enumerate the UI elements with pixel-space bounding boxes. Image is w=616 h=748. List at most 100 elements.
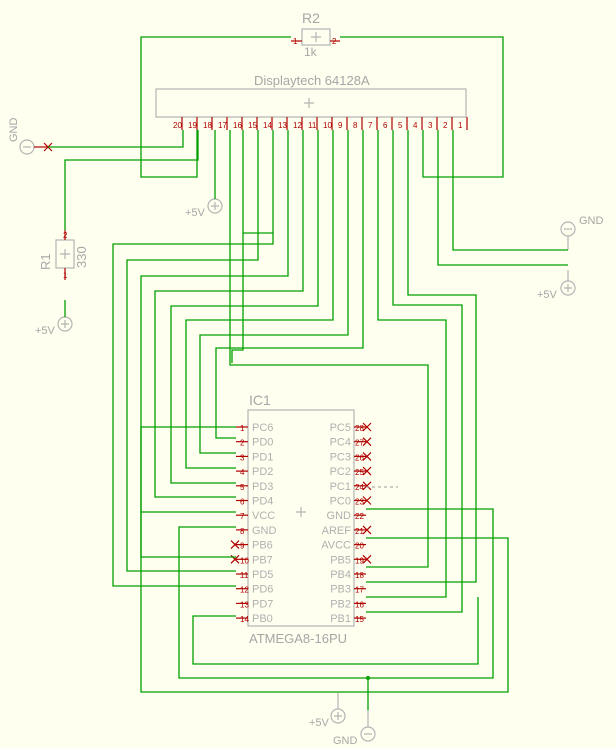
ic1-pin-pc5-name: PC5 <box>330 422 351 434</box>
ic1-pin-11-number: 11 <box>240 571 249 580</box>
vcc-bottom-label: +5V <box>309 717 330 729</box>
r1-pin1-number: 1 <box>63 271 68 280</box>
vcc-right-symbol-glyph <box>564 284 572 292</box>
ic1-pin-6-number: 6 <box>240 498 245 507</box>
lcd-pin-18-number: 18 <box>203 121 212 130</box>
nc-mark-right-5 <box>362 496 372 505</box>
nc-mark-pb6 <box>230 540 240 550</box>
r2-pin1-number: 1 <box>293 37 298 46</box>
ic1-pin-13-number: 13 <box>240 600 249 609</box>
ic1-pin-pb6-name: PB6 <box>252 540 273 552</box>
ic1-pin-18-number: 18 <box>355 571 364 580</box>
lcd-pin-17-number: 17 <box>218 121 227 130</box>
lcd-pin-3-number: 3 <box>428 121 433 130</box>
ic1-pin-pb4-name: PB4 <box>330 569 351 581</box>
ic1-body <box>247 409 355 627</box>
net-lcd-pin20 <box>48 130 184 148</box>
net-lcd-15 <box>112 130 274 587</box>
ic1-pin-pc3-name: PC3 <box>330 451 351 463</box>
r1-origin-mark <box>60 249 70 259</box>
ic1-pin-9-number: 9 <box>240 542 245 551</box>
r2-pin2-number: 2 <box>332 37 337 46</box>
lcd-pin-5-number: 5 <box>398 121 403 130</box>
ic1-pin-pb1-name: PB1 <box>330 613 351 625</box>
ic1-pin-3-number: 3 <box>240 453 245 462</box>
lcd-pin-16-number: 16 <box>233 121 242 130</box>
net-lcd-pin2 <box>437 130 568 266</box>
ic1-pin-pc6-name: PC6 <box>252 422 273 434</box>
net-lcd-14 <box>126 130 259 572</box>
ic1-part-label: ATMEGA8-16PU <box>249 631 347 646</box>
net-r2-pin2 <box>340 36 504 178</box>
ic1-pin-pc4-name: PC4 <box>330 437 351 449</box>
ic1-pin-aref-name: AREF <box>322 525 352 537</box>
lcd-pin-4-number: 4 <box>413 121 418 130</box>
ic1-pin-22-number: 22 <box>355 512 364 521</box>
ic1-pin-pd0-name: PD0 <box>252 437 273 449</box>
lcd-name-label: Displaytech 64128A <box>254 73 370 88</box>
lcd-pin-8-number: 8 <box>353 121 358 130</box>
net-lcd-16 <box>229 130 429 568</box>
ic1-pin-28-number: 28 <box>355 424 364 433</box>
ic1-pin-pd1-name: PD1 <box>252 451 273 463</box>
lcd-pin-13-number: 13 <box>278 121 287 130</box>
lcd-pin-20-number: 20 <box>173 121 182 130</box>
nc-mark-pb5 <box>362 554 372 564</box>
net-lcd-12 <box>154 130 304 498</box>
ic1-pin-25-number: 25 <box>355 468 364 477</box>
lcd-pin-9-number: 9 <box>338 121 343 130</box>
nc-mark-right-4 <box>362 481 372 491</box>
ic1-pin-26-number: 26 <box>355 453 364 462</box>
ic1-pin-pc1-name: PC1 <box>330 481 351 493</box>
ic1-pin-pd5-name: PD5 <box>252 569 273 581</box>
vcc-r1-symbol-glyph <box>61 320 69 328</box>
ic1-pin-21-number: 21 <box>355 527 364 536</box>
junction-gnd <box>366 676 370 680</box>
lcd-pin-15-number: 15 <box>248 121 257 130</box>
net-lcd-5 <box>366 130 477 583</box>
net-lcd-6 <box>366 130 463 613</box>
nc-mark-right-3 <box>362 466 372 476</box>
lcd-pin-2-number: 2 <box>443 121 448 130</box>
gnd-left-label: GND <box>8 118 20 143</box>
ic1-pin-24-number: 24 <box>355 483 364 492</box>
nc-mark-right-0 <box>362 422 372 432</box>
net-lcd-8 <box>215 130 364 439</box>
nc-mark-right-1 <box>362 437 372 447</box>
ic1-pin-14-number: 14 <box>240 615 249 624</box>
net-gnd-loop <box>178 508 494 679</box>
lcd-pin-19-number: 19 <box>188 121 197 130</box>
r2-body <box>301 28 331 46</box>
lcd-pin-14-number: 14 <box>263 121 272 130</box>
r1-ref-label: R1 <box>38 253 53 270</box>
ic1-pin-4-number: 4 <box>240 468 245 477</box>
ic1-pin-19-number: 19 <box>355 556 364 565</box>
r1-pin2-number: 2 <box>63 231 68 240</box>
ic1-pin-gnd-name: GND <box>327 510 352 522</box>
net-lcd-13 <box>140 130 289 558</box>
ic1-pin-gnd-name: GND <box>252 525 277 537</box>
vcc-right-label: +5V <box>537 289 558 301</box>
ic1-pin-pd2-name: PD2 <box>252 466 273 478</box>
ic1-pin-pd6-name: PD6 <box>252 584 273 596</box>
ic1-pin-10-number: 10 <box>240 556 249 565</box>
nc-mark-right-2 <box>362 451 372 461</box>
r2-ref-label: R2 <box>302 10 320 26</box>
net-pb0 <box>192 597 479 665</box>
net-lcd-11 <box>170 130 319 484</box>
nc-mark-aref <box>362 525 372 535</box>
ic1-origin-mark <box>296 507 306 517</box>
ic1-pin-8-number: 8 <box>240 527 245 536</box>
ic1-pin-2-number: 2 <box>240 439 245 448</box>
ic1-pin-7-number: 7 <box>240 512 245 521</box>
ic1-pin-5-number: 5 <box>240 483 245 492</box>
gnd-right-label: GND <box>579 215 604 227</box>
net-vcc-loop <box>140 426 509 693</box>
gnd-bottom-label: GND <box>333 735 358 747</box>
ic1-pin-pd7-name: PD7 <box>252 598 273 610</box>
ic1-pin-vcc-name: VCC <box>252 510 275 522</box>
r2-value-label: 1k <box>304 45 318 59</box>
net-lcd-pin1 <box>452 130 568 251</box>
ic1-pin-16-number: 16 <box>355 600 364 609</box>
